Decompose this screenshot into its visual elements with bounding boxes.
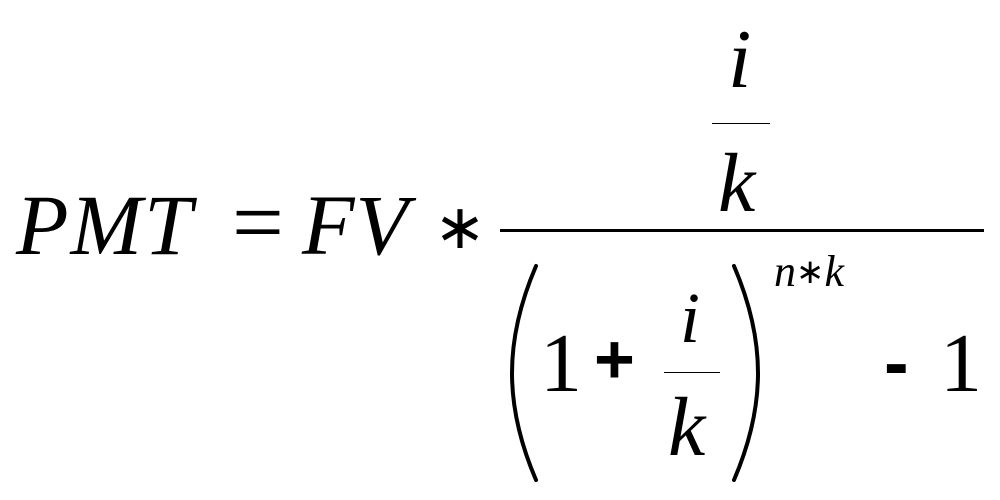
inner-fraction-bar (664, 372, 720, 373)
equals-sign: = (232, 171, 284, 273)
right-parenthesis (732, 264, 761, 482)
denominator-one: 1 (540, 317, 582, 410)
minus-operator: - (884, 321, 909, 404)
future-value-symbol: FV (302, 177, 410, 273)
exponent: n∗k (774, 250, 844, 294)
exponent-multiply-operator: ∗ (796, 252, 825, 292)
numerator-rate-symbol: i (728, 13, 752, 106)
exponent-compounding-symbol: k (824, 247, 845, 296)
inner-rate-symbol: i (680, 278, 701, 358)
numerator-fraction-bar (712, 123, 770, 124)
inner-compounding-symbol: k (668, 381, 706, 474)
formula-lhs: PMT (16, 177, 194, 273)
plus-operator: + (594, 320, 635, 398)
denominator-final-one: 1 (940, 317, 982, 410)
numerator-compounding-symbol: k (718, 137, 756, 230)
main-fraction-bar (500, 229, 984, 232)
left-parenthesis (509, 264, 538, 482)
multiply-operator: ∗ (434, 190, 486, 263)
exponent-periods-symbol: n (774, 247, 796, 296)
